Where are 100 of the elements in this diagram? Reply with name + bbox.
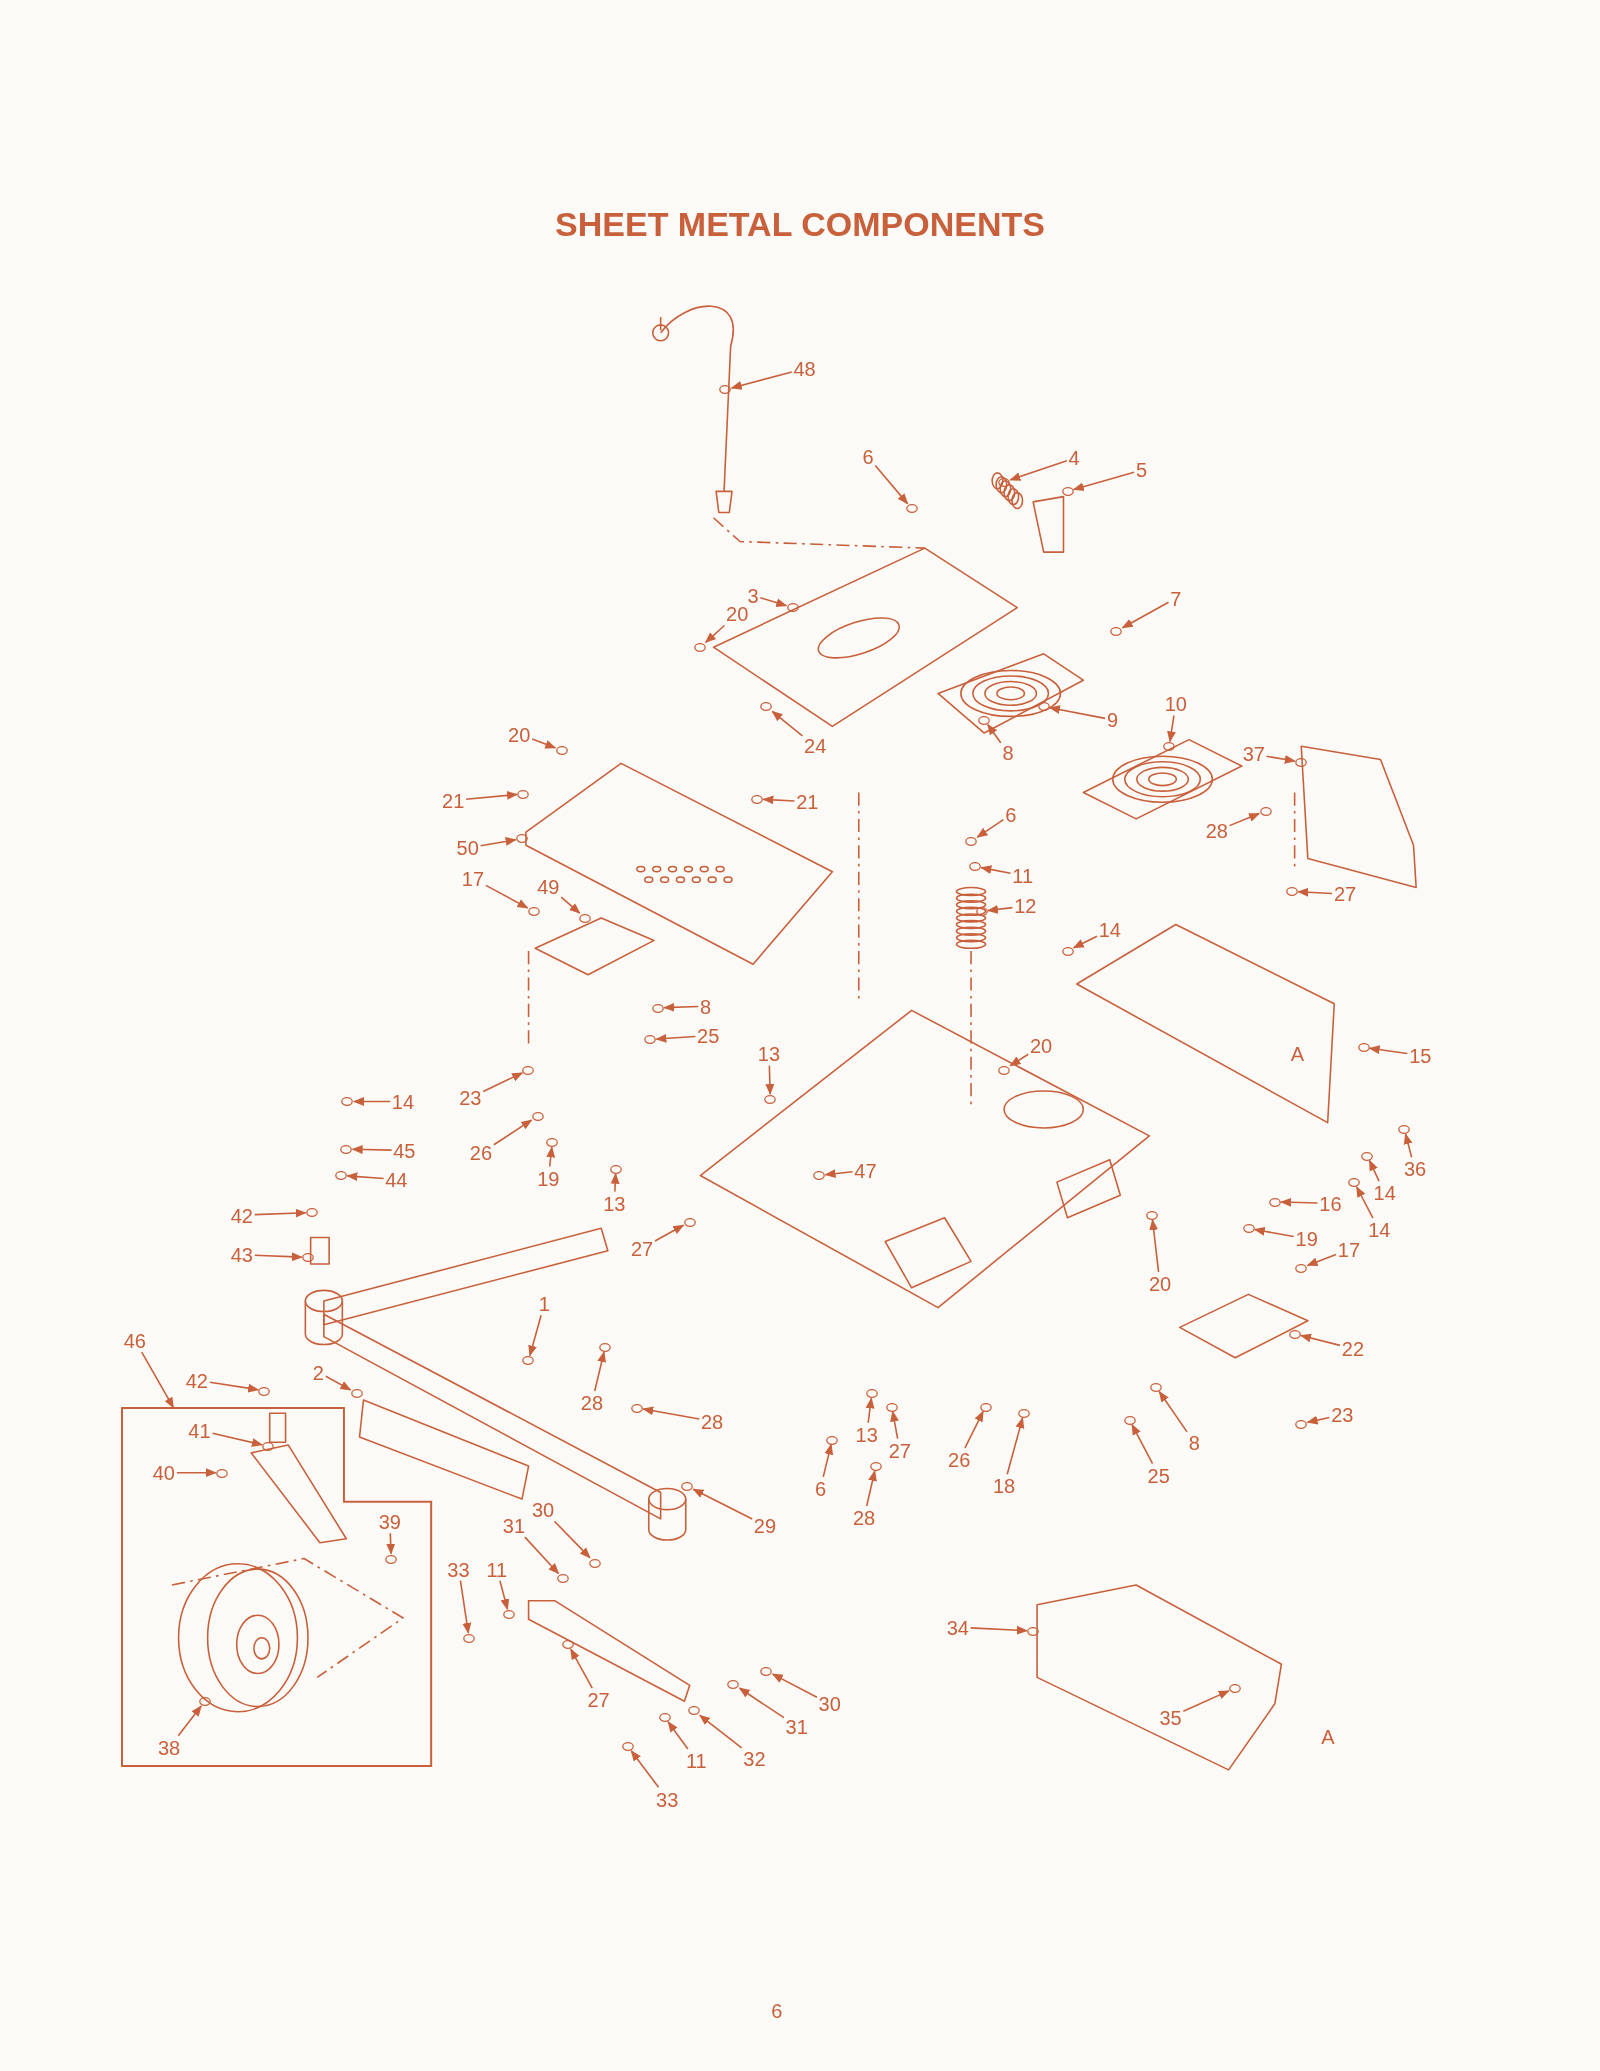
part-icon — [764, 1094, 777, 1104]
callout-number: 19 — [1294, 1228, 1319, 1251]
part-icon — [341, 1097, 354, 1107]
callout-number: 49 — [536, 875, 561, 898]
callout-number: 45 — [392, 1139, 417, 1162]
part-icon — [1295, 1419, 1308, 1429]
callout-number: 2 — [311, 1361, 325, 1384]
callout-number: 15 — [1408, 1044, 1433, 1067]
callout-number: 37 — [1241, 743, 1266, 766]
leader-line — [209, 1381, 260, 1393]
callout-number: 14 — [1097, 919, 1122, 942]
callout-number: 11 — [485, 1558, 509, 1581]
callout-number: 36 — [1402, 1158, 1428, 1181]
callout-number: 14 — [390, 1090, 416, 1113]
leader-line — [824, 1169, 854, 1178]
leader-line — [1167, 714, 1176, 743]
part-icon — [683, 1217, 696, 1227]
part-icon — [340, 1144, 353, 1154]
page-number: 6 — [770, 1999, 784, 2022]
part-icon — [1259, 806, 1272, 816]
leader-line — [459, 1579, 472, 1634]
leader-line — [822, 1443, 834, 1478]
part-icon — [334, 1171, 347, 1181]
part-icon — [1242, 1224, 1255, 1234]
callout-number: 6 — [861, 446, 875, 469]
callout-number: 6 — [1004, 804, 1018, 827]
callout-number: 34 — [945, 1616, 970, 1639]
leader-line — [610, 1172, 620, 1193]
part-icon — [975, 907, 988, 917]
callout-number: 40 — [151, 1462, 176, 1485]
part-icon — [969, 862, 982, 872]
leader-line — [667, 1721, 689, 1750]
callout-number: 23 — [458, 1086, 483, 1109]
leader-line — [1265, 755, 1296, 764]
callout-number: 9 — [1105, 709, 1120, 732]
callout-number: 43 — [229, 1244, 254, 1267]
part-icon — [866, 1389, 878, 1399]
leader-line — [765, 1064, 775, 1096]
part-icon — [651, 1003, 664, 1013]
callout-number: 8 — [1187, 1431, 1201, 1454]
leader-line — [1253, 1226, 1295, 1238]
callout-number: 24 — [803, 735, 828, 758]
leader-line — [1072, 935, 1098, 949]
callout-number: 21 — [795, 790, 820, 813]
leader-line — [254, 1252, 303, 1262]
leader-line — [1368, 1159, 1380, 1182]
callout-number: 30 — [817, 1693, 842, 1716]
part-icon — [630, 1403, 643, 1413]
part-icon — [978, 715, 991, 725]
leader-line — [1009, 1053, 1029, 1067]
part-icon — [694, 642, 707, 652]
part-icon — [644, 1035, 657, 1045]
part-icon — [1163, 742, 1176, 751]
callout-number: 14 — [1367, 1219, 1392, 1242]
callout-number: 46 — [122, 1330, 147, 1353]
part-icon — [1295, 757, 1308, 767]
leader-line — [1149, 1218, 1160, 1273]
leader-line — [1131, 1423, 1154, 1465]
leader-line — [1368, 1045, 1409, 1055]
part-icon — [609, 1164, 622, 1174]
part-icon — [198, 1697, 211, 1707]
leader-line — [642, 1406, 701, 1420]
part-icon — [998, 477, 1011, 487]
part-icon — [1110, 627, 1123, 637]
callout-number: 11 — [1011, 864, 1034, 887]
leader-line — [730, 371, 793, 390]
part-icon — [1123, 1415, 1136, 1425]
part-icon — [1150, 1382, 1163, 1392]
leader-line — [986, 904, 1014, 914]
part-icon — [599, 1343, 612, 1353]
part-icon — [546, 1138, 559, 1148]
leader-line — [1009, 459, 1068, 481]
leader-line — [738, 1687, 785, 1719]
leader-line — [1306, 1415, 1331, 1425]
part-icon — [621, 1742, 634, 1752]
callout-number: 48 — [792, 357, 817, 380]
reference-letter: A — [1289, 1043, 1306, 1066]
leader-line — [499, 1579, 510, 1611]
callout-number: 27 — [1332, 883, 1358, 906]
callout-number: 44 — [384, 1168, 409, 1191]
callout-number: 13 — [854, 1423, 879, 1446]
leader-line — [969, 1625, 1028, 1635]
callout-number: 25 — [1146, 1464, 1171, 1487]
leader-line — [655, 1033, 697, 1043]
callout-number: 47 — [853, 1159, 878, 1182]
callout-number: 32 — [742, 1747, 767, 1770]
part-icon — [522, 1065, 535, 1075]
part-icon — [1295, 1263, 1308, 1273]
part-icon — [301, 1253, 314, 1263]
part-icon — [1061, 946, 1074, 956]
callout-number: 22 — [1340, 1337, 1366, 1360]
part-icon — [1027, 1627, 1040, 1637]
leader-line — [692, 1488, 753, 1520]
leader-line — [528, 1314, 542, 1357]
part-icon — [826, 1435, 839, 1445]
leader-line — [865, 1397, 875, 1424]
leader-line — [140, 1351, 175, 1409]
part-icon — [385, 1554, 398, 1564]
leader-line — [890, 1410, 899, 1440]
leader-line — [531, 738, 557, 749]
